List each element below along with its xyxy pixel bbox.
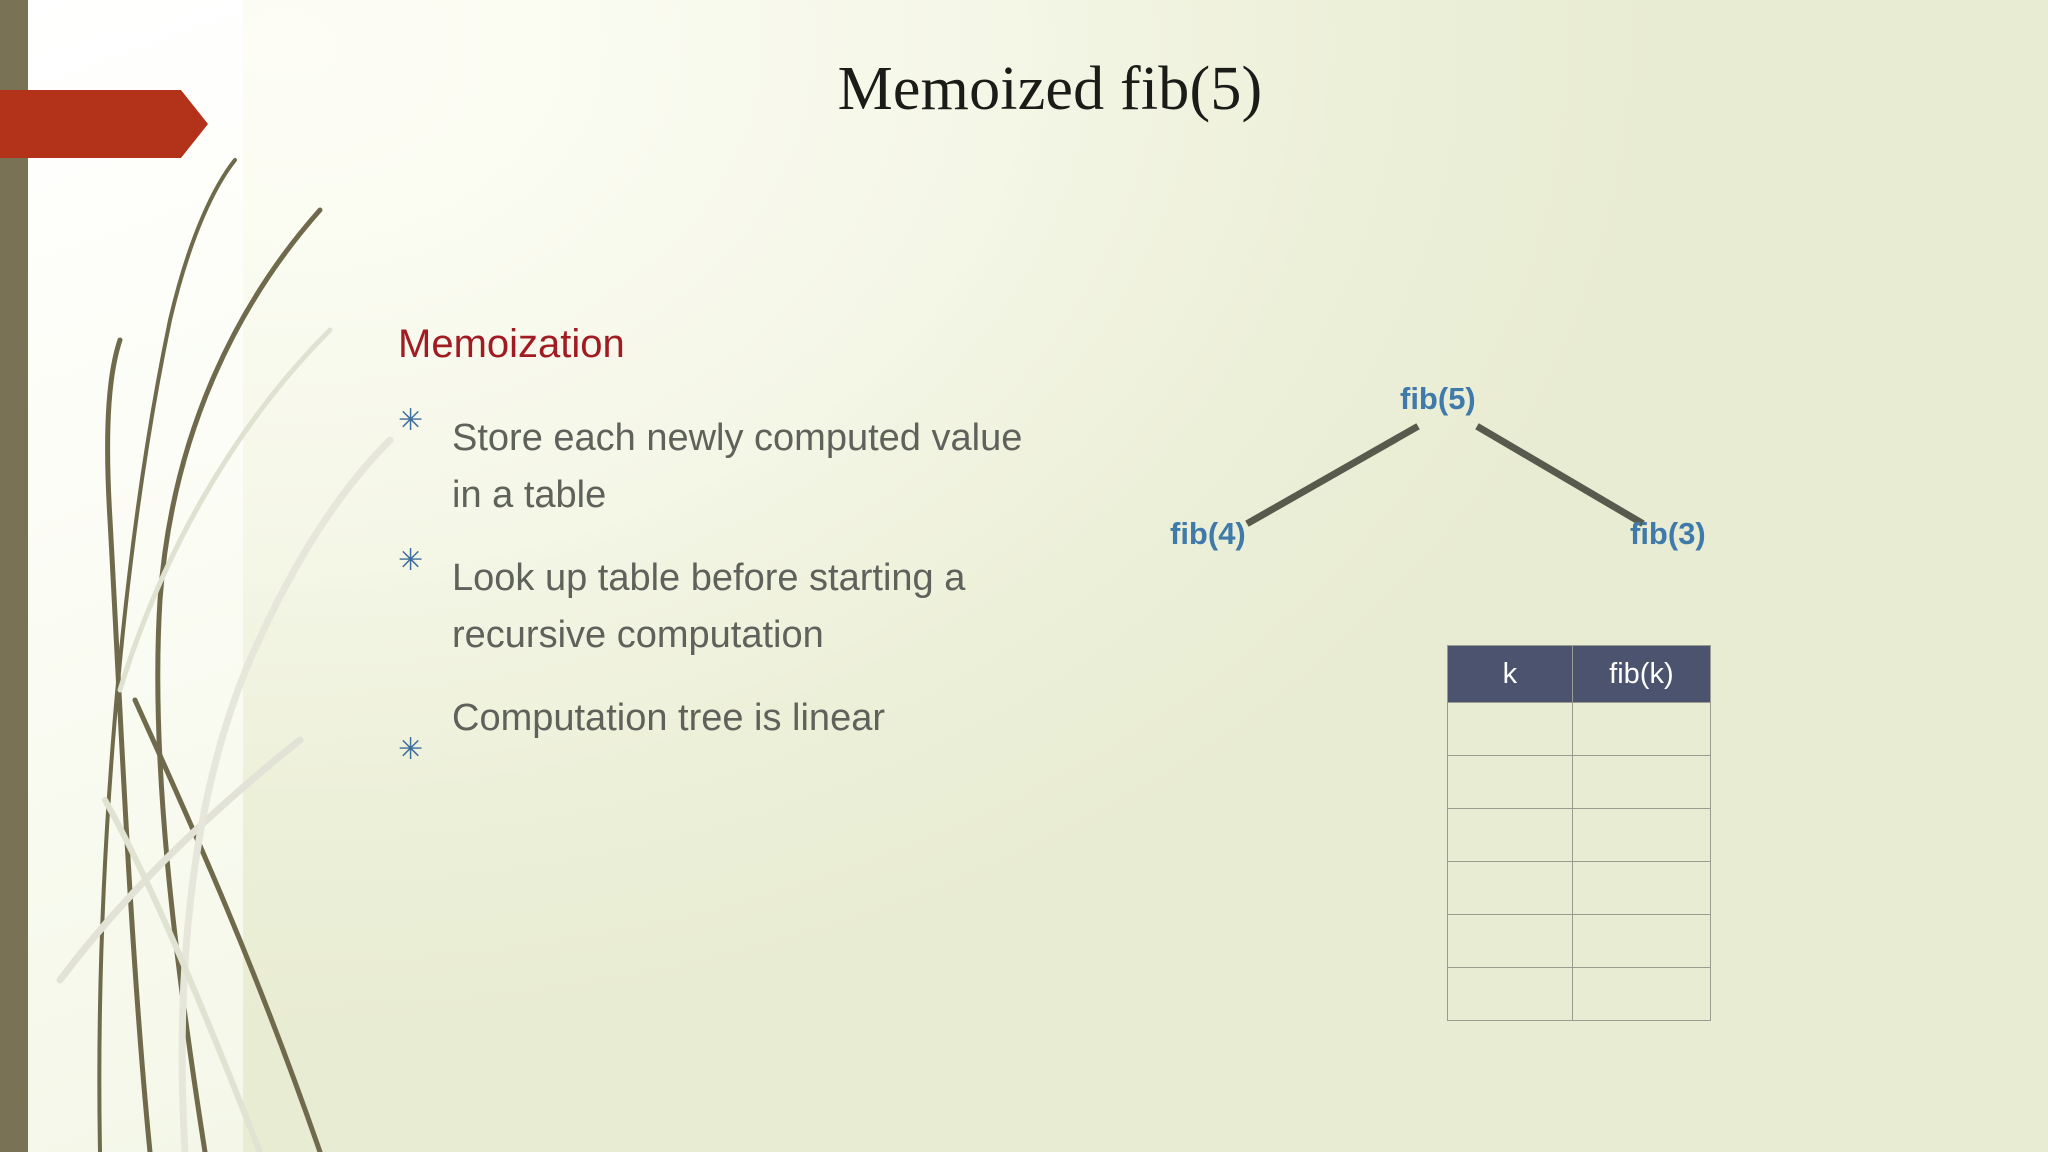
list-item-label: Computation tree is linear [452, 697, 885, 739]
table-header-row: k fib(k) [1447, 645, 1712, 703]
cell-fib-k [1571, 808, 1712, 862]
section-subheading: Memoization [398, 322, 625, 366]
list-item-label: Store each newly computed value in a tab… [452, 417, 1023, 516]
red-arrow-banner [0, 90, 208, 158]
tree-connectors [1245, 423, 1645, 527]
bullet-list: ✳ Store each newly computed value in a t… [398, 406, 1038, 765]
column-header-fib-k: fib(k) [1571, 645, 1712, 703]
column-header-k: k [1447, 645, 1573, 703]
cell-k [1447, 702, 1573, 756]
cell-fib-k [1571, 967, 1712, 1021]
list-item: ✳ Store each newly computed value in a t… [398, 406, 1038, 524]
table-row [1447, 808, 1712, 862]
cell-k [1447, 967, 1573, 1021]
table-row [1447, 702, 1712, 756]
list-item: ✳ Computation tree is linear [398, 690, 1038, 765]
cell-fib-k [1571, 755, 1712, 809]
cell-k [1447, 914, 1573, 968]
list-item: ✳ Look up table before starting a recurs… [398, 546, 1038, 664]
cell-fib-k [1571, 914, 1712, 968]
star-bullet-icon: ✳ [398, 733, 424, 766]
cell-k [1447, 755, 1573, 809]
tree-node-right-child: fib(3) [1630, 516, 1706, 551]
cell-k [1447, 861, 1573, 915]
tree-node-left-child: fib(4) [1170, 516, 1246, 551]
star-bullet-icon: ✳ [398, 404, 424, 437]
page-title: Memoized fib(5) [837, 55, 1263, 123]
left-decorative-panel [28, 0, 243, 1152]
tree-node-root: fib(5) [1400, 381, 1476, 416]
cell-k [1447, 808, 1573, 862]
star-bullet-icon: ✳ [398, 544, 424, 577]
table-row [1447, 914, 1712, 968]
list-item-label: Look up table before starting a recursiv… [452, 557, 966, 656]
left-olive-bar [0, 0, 28, 1152]
table-row [1447, 861, 1712, 915]
cell-fib-k [1571, 702, 1712, 756]
cell-fib-k [1571, 861, 1712, 915]
table-row [1447, 755, 1712, 809]
memo-table: k fib(k) [1447, 645, 1712, 1021]
content-column: Memoization ✳ Store each newly computed … [398, 322, 1038, 773]
table-row [1447, 967, 1712, 1021]
computation-tree: fib(5) fib(4) fib(3) [1120, 360, 1740, 640]
